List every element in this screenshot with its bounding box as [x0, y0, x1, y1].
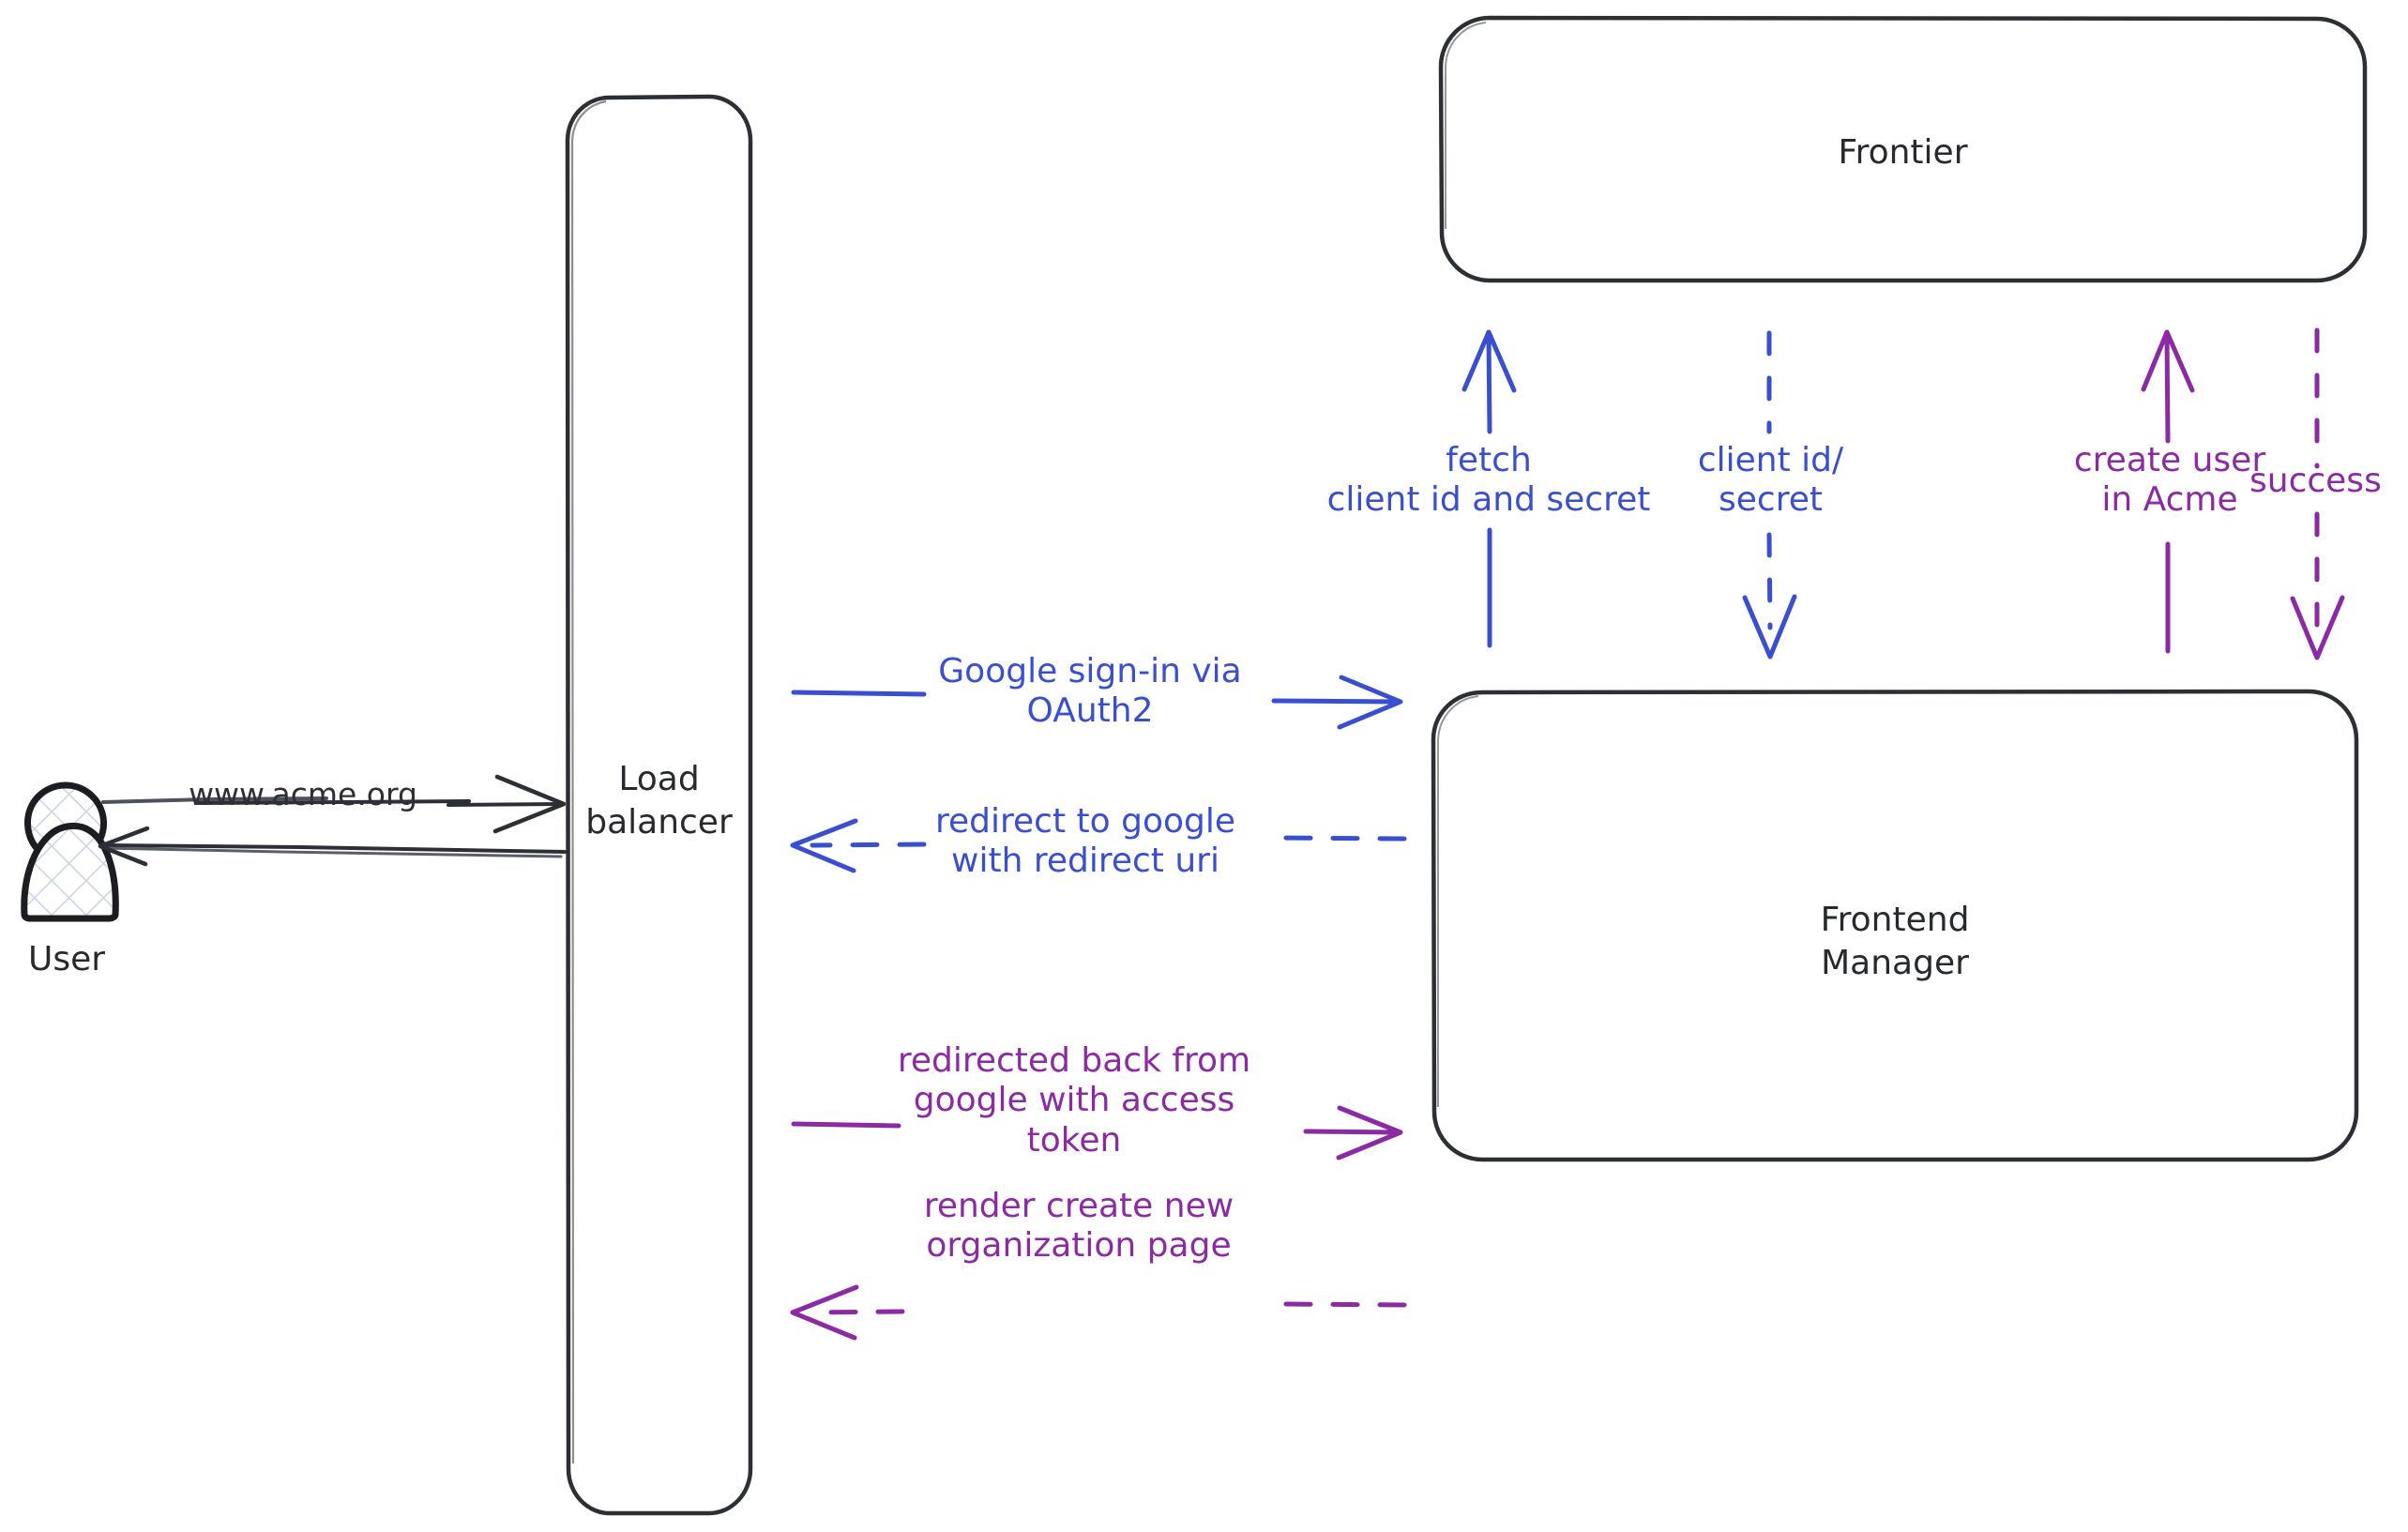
edge-lb-to-fm-token-arrow	[791, 1105, 1403, 1160]
edge-fm-to-lb-render-arrow	[790, 1284, 1407, 1341]
edge-lb-to-fm-signin-label: Google sign-in via OAuth2	[938, 652, 1242, 731]
edge-fm-to-lb-render-label: render create new organization page	[923, 1187, 1234, 1266]
edge-fm-to-lb-redirect-label: redirect to google with redirect uri	[934, 802, 1235, 881]
edge-fm-to-frontier-fetch-label: fetch client id and secret	[1326, 441, 1651, 520]
edge-lb-to-fm-signin-arrow	[791, 675, 1403, 730]
edge-frontier-to-fm-credentials-label: client id/ secret	[1697, 441, 1844, 520]
edge-fm-to-lb-redirect-arrow	[790, 818, 1407, 873]
edge-fm-to-frontier-fetch-arrow	[1461, 329, 1517, 648]
edge-user-to-lb-label: www.acme.org	[189, 776, 417, 812]
edge-fm-to-frontier-create-user-arrow	[2141, 329, 2195, 654]
load-balancer-node[interactable]	[568, 97, 751, 1514]
user-actor[interactable]	[19, 781, 122, 979]
edge-user-to-lb-arrow	[101, 774, 567, 834]
edge-fm-to-frontier-create-user-label: create user in Acme	[2073, 441, 2266, 520]
frontier-node[interactable]	[1441, 18, 2366, 281]
edge-lb-to-fm-token-label: redirected back from google with access …	[897, 1041, 1251, 1160]
edge-frontier-to-fm-success-label: success	[2249, 462, 2382, 500]
frontend-manager-node[interactable]	[1433, 691, 2357, 1160]
edge-frontier-to-fm-success-arrow	[2290, 327, 2345, 660]
edge-frontier-to-fm-credentials-arrow	[1742, 330, 1797, 660]
edge-lb-to-user-arrow	[98, 826, 567, 867]
